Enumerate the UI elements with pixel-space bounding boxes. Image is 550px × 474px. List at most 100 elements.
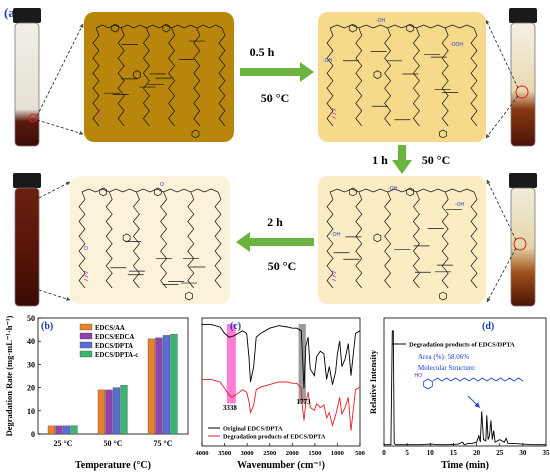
structure-box-stage-2 [318,12,486,142]
chart-c-series-line [202,378,361,431]
chart-d-annotation: Molecular Structure: [418,364,476,372]
chart-c-xlabel: Wavenumber (cm⁻¹) [237,460,325,471]
svg-text:-OH: -OH [331,232,341,238]
molecule-ester-mark [331,278,337,282]
chart-b-category-label: 75 °C [154,439,173,448]
molecule-ester-mark [331,270,337,274]
molecule-stage-1 [92,23,226,139]
svg-text:O: O [160,182,164,188]
chart-d-ylabel: Relative Intensity [368,349,378,414]
chart-b-ytick-label: 10 [27,407,35,416]
zoom-lines [36,19,519,303]
molecule-benzene-ring [162,23,171,33]
chart-c-highlight-band [298,324,306,404]
chart-b-bar [47,425,56,435]
chart-b-bar [155,337,163,435]
chart-d-xtick-label: 15 [450,449,458,457]
molecule-ester-mark [97,116,103,119]
molecule-ester-mark [97,108,103,111]
molecule-backbone [329,24,475,29]
chart-b-legend-swatch [79,323,93,331]
vial-stage-2 [509,8,537,147]
vial-stage-3 [509,173,537,307]
chart-d-xtick-label: 25 [496,449,504,457]
chart-b-bar [55,425,63,435]
chart-b-category-label: 25 °C [54,439,73,448]
step-1-temp: 50 °C [261,91,289,105]
chart-c-annotation: 1773 [297,398,312,406]
molecule-chain [187,191,195,289]
vial-stage-4 [13,173,41,307]
molecule-backbone [95,24,223,29]
panel-c-label: (c) [230,321,241,332]
molecule-chain [168,27,176,127]
chart-c-series-line [202,323,361,389]
molecule-ester-mark [331,112,337,115]
molecule-benzene-ring [439,291,447,301]
svg-text:-OH: -OH [323,58,333,64]
chart-d-xtick-label: 30 [519,449,527,457]
chart-b-bar [162,335,171,435]
molecule-benzene-ring [185,291,193,301]
structure-box-stage-4 [70,176,230,304]
molecule-ester-mark [83,270,89,274]
chart-c-xtick-label: 2500 [263,450,276,457]
molecule-benzene-ring [191,129,200,139]
molecule-benzene-ring [373,70,382,80]
molecule-backbone [329,188,475,193]
vial-stage-1 [13,8,41,147]
svg-text:-OH: -OH [376,18,386,24]
chart-b-legend-swatch [79,350,93,358]
chart-d-series-line [384,330,546,446]
chart-b-bar [97,389,106,435]
chart-b-legend-label: EDCS/DPTA-c [95,352,138,359]
molecule-benzene-ring [111,23,120,33]
step-2-temp: 50 °C [422,153,450,167]
structure-box-stage-1 [84,12,234,142]
molecule-ester-mark [83,278,89,282]
chart-c-annotation: 3338 [223,404,238,412]
structure-box-stage-3 [318,176,486,304]
molecule-chain [470,191,478,289]
svg-text:O: O [84,246,88,252]
chart-b-xlabel: Temperature (°C) [75,460,151,471]
molecule-chain [384,191,392,289]
svg-text:-OH: -OH [388,186,398,192]
chart-d-xtick-label: 0 [382,449,386,457]
step-3-time: 2 h [267,215,283,229]
chart-b-legend-swatch [79,341,93,349]
molecule-chain [218,27,226,127]
chart-b-bar [105,389,113,435]
chart-d-structure-chain [432,377,524,382]
molecule-benzene-ring [373,233,382,243]
molecule-stage-3 [326,187,478,301]
chart-d-annotation: Area (%): 58.06% [418,353,469,361]
chart-d-xtick-label: 20 [473,449,481,457]
chart-b-legend-label: EDCS/EDCA [95,334,134,341]
molecule-chain [412,27,420,127]
chart-b-legend-swatch [79,332,93,340]
molecule-benzene-ring [348,187,357,197]
molecule-ester-mark [331,116,337,119]
chart-b-ytick-label: 0 [31,430,35,439]
chart-d-frame [383,317,547,447]
molecule-stage-2 [326,23,478,139]
molecule-benzene-ring [348,23,357,33]
molecule-backbone [81,188,219,193]
molecule-benzene-ring [133,70,141,80]
chart-b-bar [147,338,156,435]
chart-b-ylabel: Degradation Rate (mg·mL⁻¹·h⁻¹) [4,315,14,436]
step-arrow-3 [236,232,314,252]
svg-text:-OOH: -OOH [450,42,463,48]
chart-d-legend-label: Degradation products of EDCS/DPTA [409,342,515,349]
molecule-chain [355,27,363,127]
chart-b-ytick-label: 30 [27,360,35,369]
molecule-ester-mark [331,274,337,278]
molecule-benzene-ring [406,187,415,197]
chart-d-structure-label: HO [415,373,423,379]
molecule-ester-mark [97,112,103,115]
chart-c-xtick-label: 500 [355,450,365,457]
